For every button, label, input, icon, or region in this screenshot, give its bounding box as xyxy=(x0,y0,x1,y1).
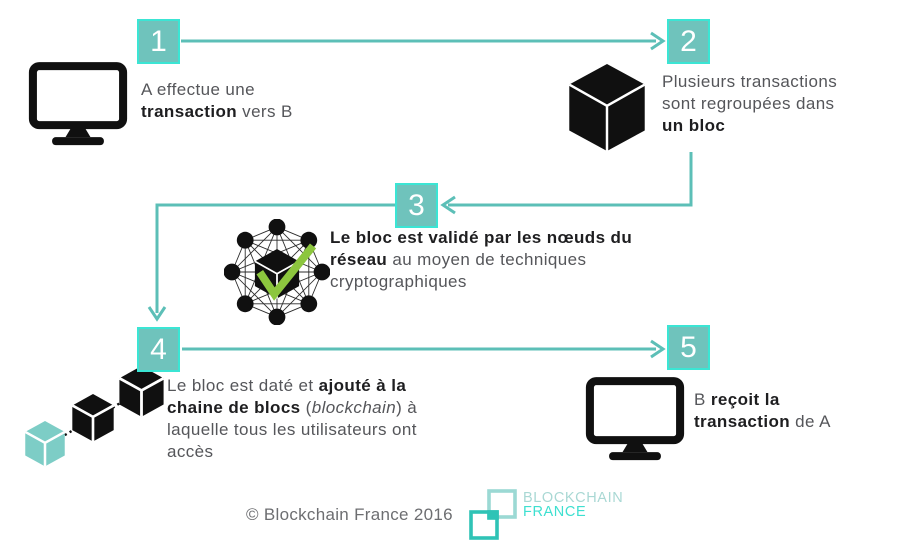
step-4-number-badge: 4 xyxy=(137,327,180,372)
step-5-description: B reçoit la transaction de A xyxy=(694,390,831,431)
green-checkmark xyxy=(256,243,317,301)
logo-line-france: FRANCE xyxy=(523,503,587,520)
arrowhead-down-step4 xyxy=(147,306,167,322)
step-1-number-badge: 1 xyxy=(137,19,180,64)
network-validated-block-icon xyxy=(224,219,330,325)
arrow-step3-to-step4 xyxy=(155,203,395,313)
monitor-icon xyxy=(585,376,685,464)
block-cube-icon xyxy=(568,64,646,151)
step-2-number-badge: 2 xyxy=(667,19,710,64)
blockchain-france-logo-icon xyxy=(469,489,517,540)
step-1-description: A effectue une transaction vers B xyxy=(141,80,293,121)
arrowhead-right-step5 xyxy=(650,339,666,359)
logo-line-blockchain: BLOCKCHAIN xyxy=(523,490,624,506)
teal-cube xyxy=(24,419,67,468)
arrowhead-right-step2 xyxy=(650,31,666,51)
step-4-description: Le bloc est daté et ajouté à la chaine d… xyxy=(167,376,418,461)
step-3-description: Le bloc est validé par les nœuds du rése… xyxy=(330,228,633,291)
blockchain-cubes-chain-icon xyxy=(24,366,165,468)
step-3-number-badge: 3 xyxy=(395,183,438,228)
arrowhead-left-step3 xyxy=(440,195,456,215)
blockchain-france-logo-text: BLOCKCHAIN FRANCE xyxy=(523,490,624,520)
step-5-number-badge: 5 xyxy=(667,325,710,370)
copyright-text: © Blockchain France 2016 xyxy=(246,505,453,524)
black-cube xyxy=(118,366,165,419)
black-cube xyxy=(70,392,116,443)
monitor-icon xyxy=(28,61,128,149)
arrow-step2-to-step3 xyxy=(448,152,693,207)
step-2-description: Plusieurs transactions sont regroupées d… xyxy=(662,72,838,135)
step-1-line-1: A effectue une xyxy=(141,80,255,99)
